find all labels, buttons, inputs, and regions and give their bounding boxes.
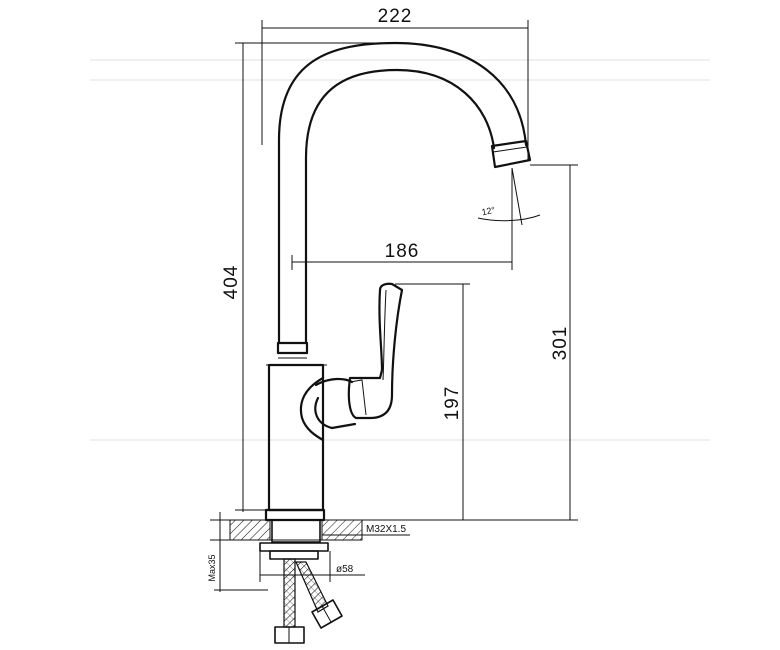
dim-max35: Max35 (207, 554, 217, 581)
spout-aerator (490, 139, 532, 169)
valve-housing (299, 376, 325, 442)
dim-222: 222 (378, 6, 413, 27)
dimension-labels: 222 186 404 301 197 12° M32X1.5 ø58 Max3… (207, 6, 571, 582)
supply-hose-right (295, 561, 329, 613)
dim-thread: M32X1.5 (366, 524, 406, 535)
spout-outer-edge (277, 41, 528, 345)
dim-diameter: ø58 (336, 564, 354, 575)
hose-nut-right (311, 599, 343, 629)
countertop-section (210, 519, 363, 560)
base-flange (264, 508, 326, 522)
mounting-nut (269, 550, 319, 560)
construction-lines (90, 59, 710, 441)
dim-404: 404 (221, 265, 242, 300)
spout-inner-edge (304, 68, 496, 345)
dim-301: 301 (550, 326, 571, 361)
dim-186: 186 (385, 241, 420, 262)
supply-hoses (274, 558, 343, 644)
supply-hose-left (283, 558, 296, 628)
lever-handle (347, 282, 404, 420)
threaded-shank (271, 519, 321, 543)
faucet-body (264, 41, 532, 522)
countertop-hatch-left (229, 519, 271, 541)
body-cylinder (267, 363, 325, 512)
dimension-lines (214, 20, 578, 592)
mounting-washer (259, 542, 329, 552)
countertop-hatch-right (321, 519, 363, 541)
spout-collar (276, 341, 309, 355)
dim-12-degree: 12° (481, 205, 497, 218)
dim-197: 197 (442, 386, 463, 421)
